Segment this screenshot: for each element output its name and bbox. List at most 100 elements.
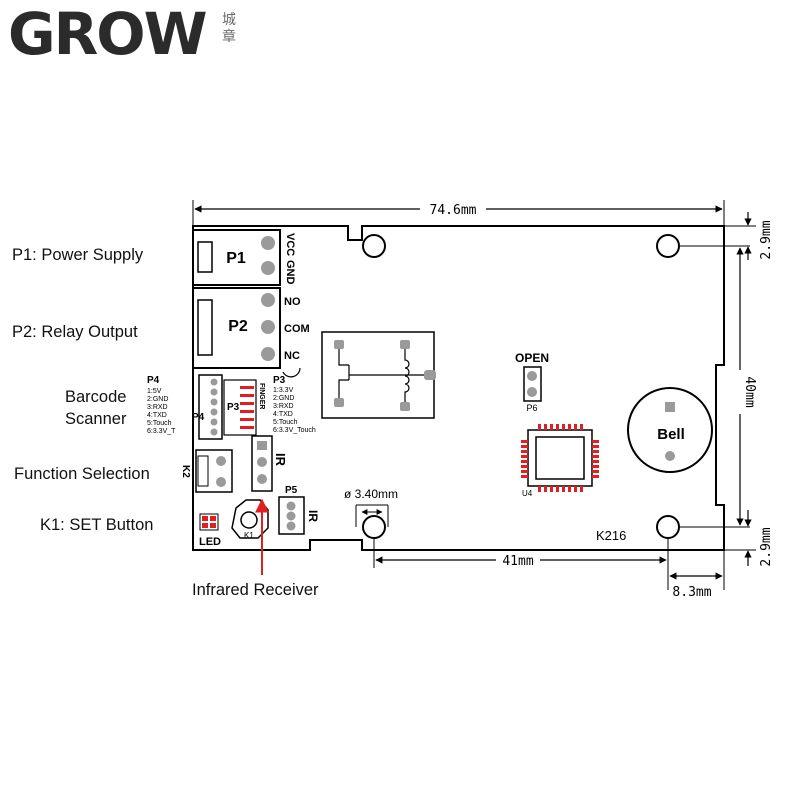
seal-stamp: 城 章: [212, 12, 246, 52]
connector-p5: P5 IR: [278, 485, 320, 535]
label-p2-relay-output: P2: Relay Output: [12, 323, 138, 341]
p3-pin-pad: [240, 410, 254, 413]
p4-pin-3: 3:RXD: [147, 404, 168, 411]
mcu-pin: [568, 424, 571, 430]
p6-label: P6: [526, 403, 537, 413]
p4-pin-4: 4:TXD: [147, 412, 167, 419]
mcu-pin: [580, 424, 583, 430]
label-k1-set-button: K1: SET Button: [40, 516, 154, 534]
mcu-pin: [592, 450, 599, 453]
open-label: OPEN: [515, 351, 549, 365]
label-barcode: Barcode: [65, 388, 127, 406]
grow-logo: GROW: [8, 0, 208, 68]
mcu-pin: [550, 424, 553, 430]
corner-offset-label: 8.3mm: [672, 585, 711, 600]
brand-name: GROW: [8, 0, 208, 68]
led-label: LED: [199, 536, 221, 548]
pin-vcc: VCC: [284, 233, 296, 256]
p3-pin-1: 1:3.3V: [273, 387, 294, 394]
p3-pin-pad: [240, 402, 254, 405]
k1-label: K1: [244, 531, 254, 540]
led: LED: [199, 513, 221, 548]
dimension-corner-offset: 8.3mm: [669, 550, 725, 600]
pin-no: NO: [284, 296, 301, 308]
pin-com: COM: [284, 323, 310, 335]
hole-diameter-label: ø 3.40mm: [344, 487, 398, 501]
mcu-pin: [592, 445, 599, 448]
ir-label-2: IR: [306, 510, 320, 522]
connector-p2: P2 NO COM NC: [192, 287, 310, 378]
board-outline: [192, 225, 725, 551]
p4-pin-dot: [210, 398, 218, 406]
mcu-pin: [521, 455, 528, 458]
mcu-pin: [521, 440, 528, 443]
label-infrared-receiver: Infrared Receiver: [192, 581, 319, 599]
mount-hole-top-right: [656, 234, 680, 258]
mcu-pin: [592, 465, 599, 468]
seal-char-2: 章: [222, 29, 236, 45]
switch-k2: K2: [180, 449, 233, 493]
model-label: K216: [596, 528, 626, 543]
top-offset-label: 2.9mm: [759, 220, 774, 259]
mcu-pin: [521, 450, 528, 453]
label-function-selection: Function Selection: [14, 465, 150, 483]
seal-char-1: 城: [222, 12, 236, 28]
dimension-width: 74.6mm: [192, 200, 725, 226]
mcu-pin: [568, 486, 571, 492]
mcu-pin: [521, 460, 528, 463]
buzzer-bell: Bell: [627, 387, 713, 473]
mcu-pin: [521, 465, 528, 468]
mcu-pin: [538, 486, 541, 492]
hole-distance-label: 41mm: [502, 554, 533, 569]
mcu-pin: [562, 424, 565, 430]
p4-pin-5: 5:Touch: [147, 420, 172, 427]
p5-label: P5: [285, 485, 298, 496]
u4-label: U4: [522, 489, 533, 498]
mcu-pin: [550, 486, 553, 492]
label-p1-power-supply: P1: Power Supply: [12, 246, 144, 264]
mcu-pin: [580, 486, 583, 492]
p3-pin-pad: [240, 386, 254, 389]
p3-pin-pad: [240, 426, 254, 429]
mcu-pin: [521, 445, 528, 448]
mcu-pin: [592, 460, 599, 463]
p3-pin-5: 5:Touch: [273, 419, 298, 426]
p3-pin-3: 3:RXD: [273, 403, 294, 410]
button-k1: K1: [231, 499, 269, 540]
p1-name: P1: [226, 250, 246, 267]
mcu-pin: [574, 486, 577, 492]
mcu-pin: [538, 424, 541, 430]
mcu-pin: [544, 424, 547, 430]
mcu-pin: [592, 470, 599, 473]
p4-board-label: P4: [192, 412, 205, 423]
mount-hole-bottom-right: [656, 515, 680, 539]
bell-label: Bell: [657, 426, 685, 443]
mcu-pin: [592, 440, 599, 443]
label-scanner: Scanner: [65, 410, 127, 428]
connector-p3: P3 FINGER P3 1:3.3V 2:GND 3:RXD 4:TXD 5:…: [223, 375, 316, 436]
mcu-pin: [521, 470, 528, 473]
p2-name: P2: [228, 318, 248, 335]
mcu-pin: [556, 424, 559, 430]
dimension-top-offset: 2.9mm: [724, 212, 774, 260]
connector-p4: P4 1:5V 2:GND 3:RXD 4:TXD 5:Touch 6:3.3V…: [147, 374, 223, 440]
ir-receiver: IR: [251, 435, 288, 492]
pin-gnd: GND: [284, 260, 296, 285]
dimension-bottom-offset: 2.9mm: [724, 510, 774, 567]
relay: [321, 331, 436, 419]
finger-label: FINGER: [258, 383, 265, 409]
mcu-pin: [556, 486, 559, 492]
p4-pin-dot: [210, 408, 218, 416]
mcu-pin: [562, 486, 565, 492]
dimension-hole-distance: 41mm: [373, 538, 669, 590]
p3-board-label: P3: [227, 402, 240, 413]
p3-pin-6: 6:3.3V_Touch: [273, 427, 316, 434]
mount-hole-bottom-left: [362, 515, 386, 539]
mount-hole-top-left: [362, 234, 386, 258]
p4-pin-dot: [210, 428, 218, 436]
p4-pin-dot: [210, 388, 218, 396]
hole-diameter-callout: ø 3.40mm: [344, 487, 398, 527]
p4-pin-6: 6:3.3V_T: [147, 428, 176, 435]
p4-pin-1: 1:5V: [147, 388, 162, 395]
